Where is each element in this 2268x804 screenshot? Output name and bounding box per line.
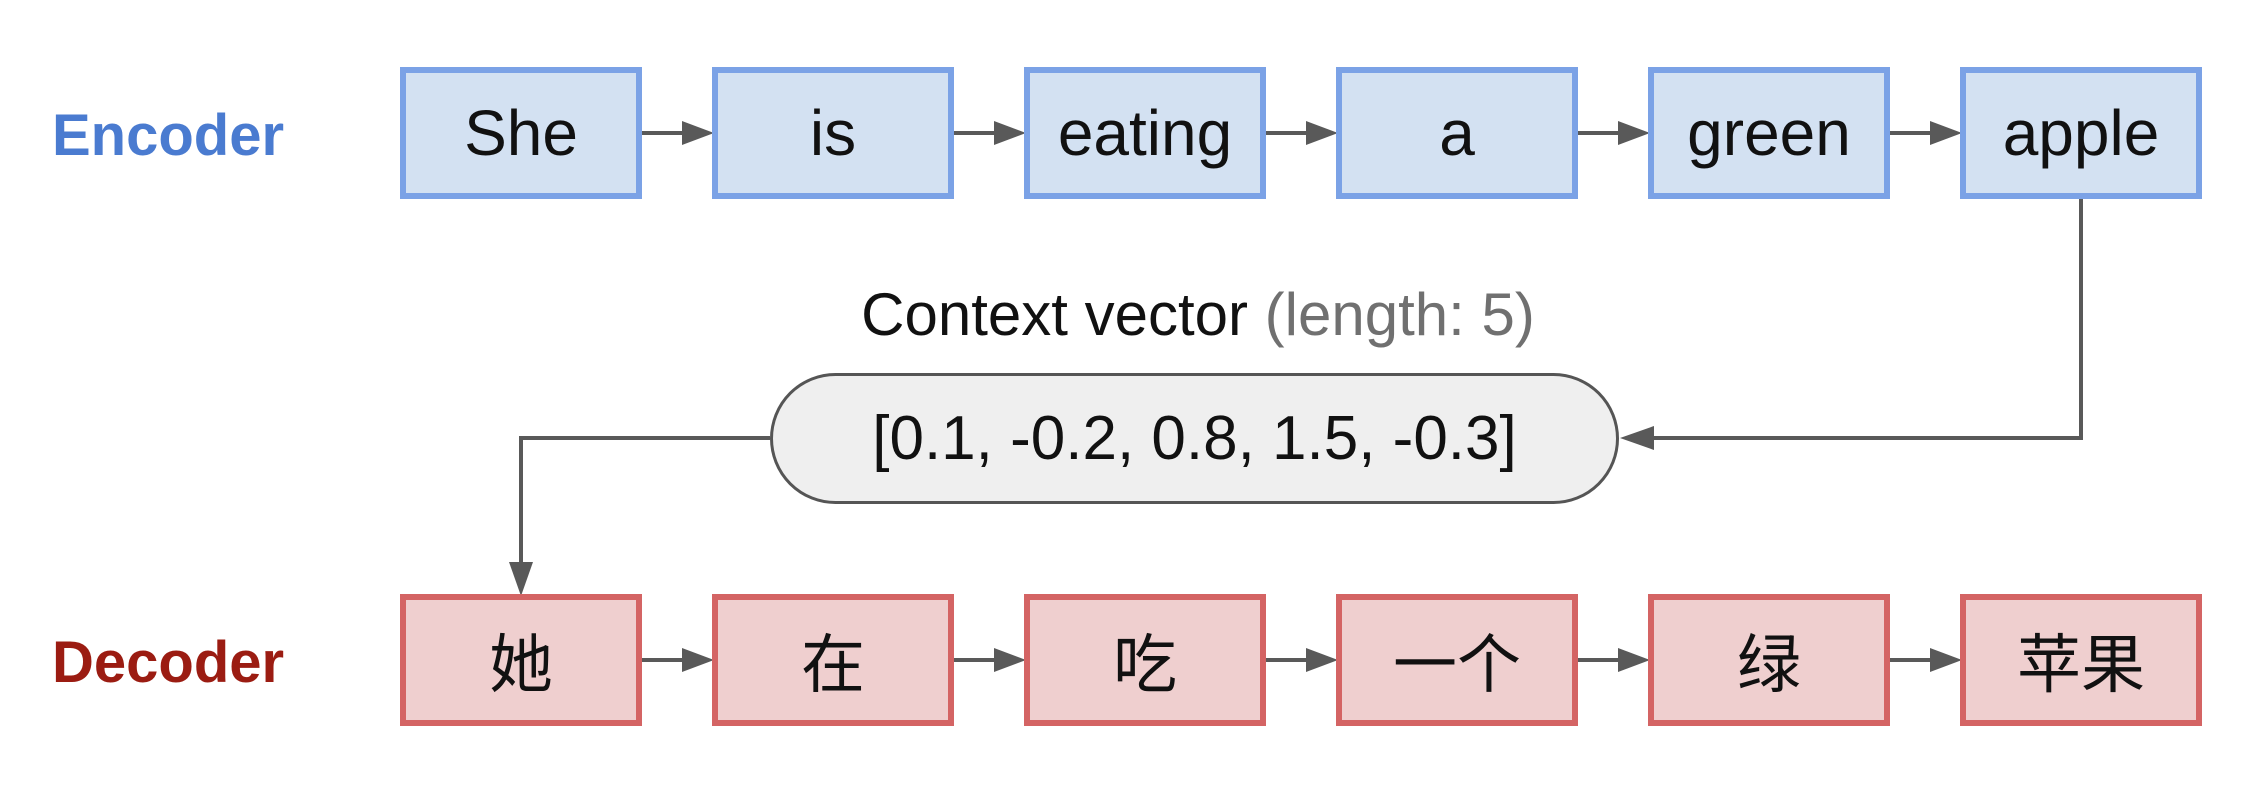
decoder-token: 一个 (1336, 594, 1578, 726)
arrowhead-icon (994, 121, 1026, 145)
arrowhead-icon (1306, 648, 1338, 672)
arrowhead-icon (682, 648, 714, 672)
encoder-token: apple (1960, 67, 2202, 199)
decoder-token: 吃 (1024, 594, 1266, 726)
decoder-label: Decoder (52, 630, 285, 695)
arrowhead-icon (1618, 648, 1650, 672)
arrowhead-icon (509, 562, 533, 596)
decoder-token: 她 (400, 594, 642, 726)
encoder-token: eating (1024, 67, 1266, 199)
arrowhead-icon (994, 648, 1026, 672)
encoder-token: a (1336, 67, 1578, 199)
arrowhead-icon (1306, 121, 1338, 145)
encoder-token: green (1648, 67, 1890, 199)
arrowhead-icon (1930, 121, 1962, 145)
encoder-to-context-connector (1650, 199, 2083, 440)
arrowhead-icon (1930, 648, 1962, 672)
decoder-token: 苹果 (1960, 594, 2202, 726)
arrowhead-icon (1618, 121, 1650, 145)
arrowhead-icon (1620, 426, 1654, 450)
encoder-token: She (400, 67, 642, 199)
context-vector-title-text: Context vector (861, 281, 1248, 348)
decoder-token: 绿 (1648, 594, 1890, 726)
context-to-decoder-connector (519, 436, 770, 565)
encoder-label: Encoder (52, 103, 285, 168)
context-vector-box: [0.1, -0.2, 0.8, 1.5, -0.3] (770, 373, 1619, 504)
arrowhead-icon (682, 121, 714, 145)
context-vector-length-note: (length: 5) (1264, 281, 1535, 348)
context-vector-values: [0.1, -0.2, 0.8, 1.5, -0.3] (872, 404, 1517, 473)
encoder-token: is (712, 67, 954, 199)
decoder-token: 在 (712, 594, 954, 726)
context-vector-title: Context vector (length: 5) (0, 280, 2268, 349)
